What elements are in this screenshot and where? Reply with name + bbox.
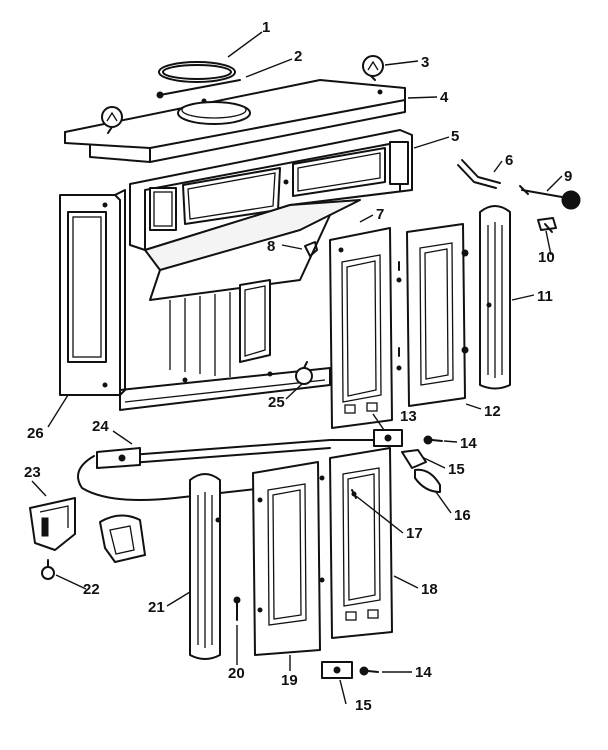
part-26-side-panel: [59, 189, 126, 396]
callout-17: 17: [406, 525, 423, 542]
callout-13: 13: [400, 408, 417, 425]
callout-26: 26: [27, 425, 44, 442]
callout-11: 11: [537, 288, 553, 305]
part-23-leg-bracket: [29, 497, 76, 551]
part-14-screw-upper: [423, 435, 443, 445]
part-21-left-column: [189, 473, 221, 660]
part-1-ring: [158, 61, 236, 83]
callout-16: 16: [454, 507, 471, 524]
callout-18: 18: [421, 581, 438, 598]
callout-4: 4: [440, 89, 449, 106]
callout-1: 1: [262, 19, 270, 36]
callout-5: 5: [451, 128, 459, 145]
part-11-right-column: [479, 205, 511, 390]
callout-19: 19: [281, 672, 298, 689]
part-8-hook: [304, 241, 318, 257]
callout-6: 6: [505, 152, 513, 169]
callout-14-upper: 14: [460, 435, 477, 452]
part-13-hinge-plate: [373, 429, 403, 447]
part-18-lower-right-door: [319, 447, 393, 639]
part-9-knob-pin: [519, 185, 581, 210]
part-20-screw: [233, 596, 241, 621]
callout-9: 9: [564, 168, 572, 185]
callout-labels: 1 2 3 4 5 6 7 8 9 10 11 12 13 14 14 15 1…: [24, 19, 572, 714]
callout-3: 3: [421, 54, 429, 71]
part-2-clamp-rod: [156, 79, 241, 99]
callout-15-lower: 15: [355, 697, 372, 714]
callout-21: 21: [148, 599, 165, 616]
callout-20: 20: [228, 665, 245, 682]
support-bracket: [99, 514, 146, 563]
callout-25: 25: [268, 394, 285, 411]
callout-10: 10: [538, 249, 555, 266]
part-14-screw-lower: [359, 666, 379, 676]
part-15-bracket-lower: [321, 661, 353, 679]
callout-24: 24: [92, 418, 109, 435]
part-25-knob: [295, 361, 313, 385]
part-5-firebox-body: [119, 129, 413, 411]
part-10-latch-clip: [537, 217, 557, 233]
part-15-bracket-upper: [401, 449, 427, 469]
part-22-leveling-foot: [41, 559, 55, 580]
callout-22: 22: [83, 581, 100, 598]
part-17-pin: [351, 489, 357, 499]
part-6-handle-rod: [457, 159, 501, 189]
callout-14-lower: 14: [415, 664, 432, 681]
callout-2: 2: [294, 48, 302, 65]
callout-23: 23: [24, 464, 41, 481]
callout-15-upper: 15: [448, 461, 465, 478]
callout-12: 12: [484, 403, 501, 420]
part-12-right-door: [396, 223, 469, 407]
part-7-left-door: [329, 227, 393, 429]
callout-8: 8: [267, 238, 275, 255]
part-4-top-cover: [64, 79, 406, 163]
part-24-base-rail: [77, 439, 375, 502]
part-19-lower-left-door: [252, 461, 321, 656]
leader-lines: [31, 31, 563, 705]
part-3-knob: [362, 55, 384, 81]
callout-7: 7: [376, 206, 384, 223]
part-16-slide-bracket: [414, 468, 441, 493]
